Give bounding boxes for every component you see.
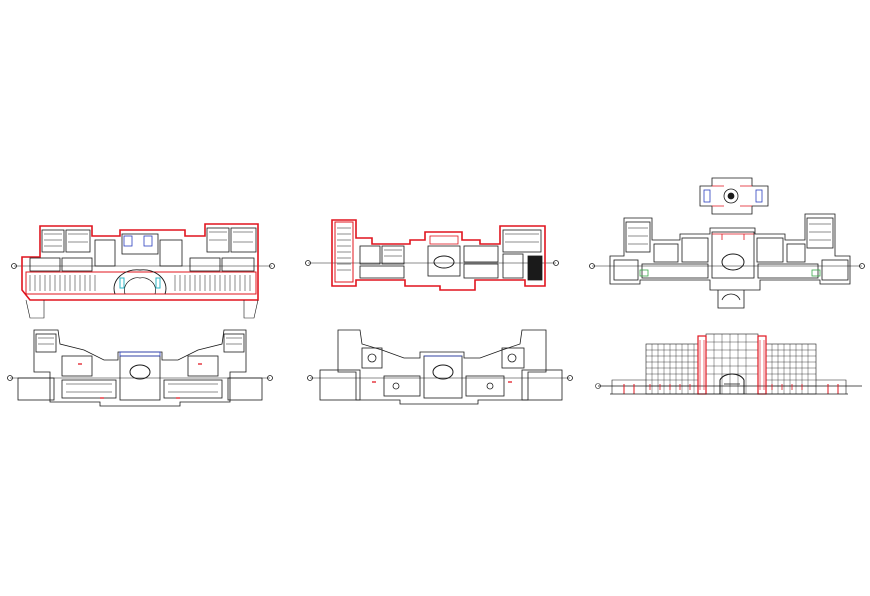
floor-plan-1: [11, 223, 275, 319]
floor-plan-5: [307, 329, 573, 405]
floor-plan-4: [7, 329, 273, 407]
floor-plan-2: [305, 219, 559, 291]
floor-plan-3: [589, 177, 865, 309]
elevation-1: [595, 333, 862, 395]
